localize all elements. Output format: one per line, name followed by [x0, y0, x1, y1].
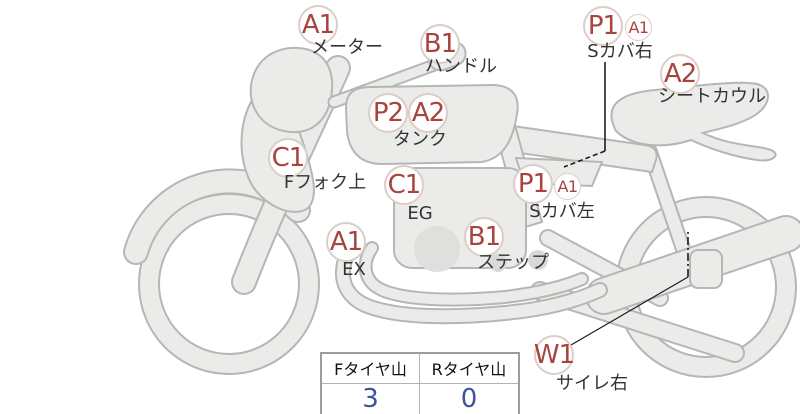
caption-side-cover-right: Sカバ右 — [587, 41, 653, 62]
badge-seat-cowl: A2 — [660, 54, 700, 94]
badge-silencer-right: W1 — [534, 335, 575, 375]
badge-meter: A1 — [298, 5, 338, 45]
foot-peg — [489, 254, 507, 272]
badge-tank-p2: P2 — [368, 93, 408, 133]
front-tire-tread-value: 3 — [322, 384, 420, 414]
rear-tire-tread-value: 0 — [460, 384, 478, 414]
badge-side-cover-right: P1 — [583, 6, 623, 46]
rear-shock — [642, 144, 692, 260]
badge-front-fork-upper: C1 — [268, 138, 308, 178]
caption-engine: EG — [407, 203, 433, 224]
caption-meter: メーター — [311, 37, 383, 58]
muffler-bracket — [689, 249, 723, 289]
foot-peg — [528, 250, 548, 270]
badge-exhaust: A1 — [326, 222, 366, 262]
exhaust-pipes — [334, 238, 608, 325]
caption-step: ステップ — [477, 252, 549, 273]
caption-tank: タンク — [393, 129, 447, 150]
leader-silencer-right — [570, 276, 689, 346]
caption-silencer-right: サイレ右 — [556, 373, 628, 394]
badge-side-cover-left: P1 — [513, 164, 553, 204]
badge-side-cover-left-sub: A1 — [554, 173, 581, 200]
caption-side-cover-left: Sカバ左 — [529, 201, 595, 222]
front-tire-tread-header: Fタイヤ山 — [322, 354, 420, 384]
tire-tread-table: Fタイヤ山 Rタイヤ山 3 0 — [320, 352, 520, 414]
badge-step: B1 — [464, 217, 504, 257]
badge-side-cover-right-sub: A1 — [625, 14, 652, 41]
caption-front-fork-upper: Fフォク上 — [283, 172, 367, 193]
badge-tank-a2: A2 — [408, 93, 448, 133]
caption-handlebar: ハンドル — [425, 56, 497, 77]
rear-tire-tread-header: Rタイヤ山 — [420, 354, 518, 384]
badge-handlebar: B1 — [420, 24, 460, 64]
badge-engine: C1 — [384, 165, 424, 205]
caption-exhaust: EX — [342, 259, 366, 280]
headlight-cowl — [249, 46, 334, 134]
engine-case — [414, 226, 460, 272]
leader-side-cover-right-dashed — [563, 150, 606, 168]
caption-seat-cowl: シートカウル — [658, 86, 766, 107]
